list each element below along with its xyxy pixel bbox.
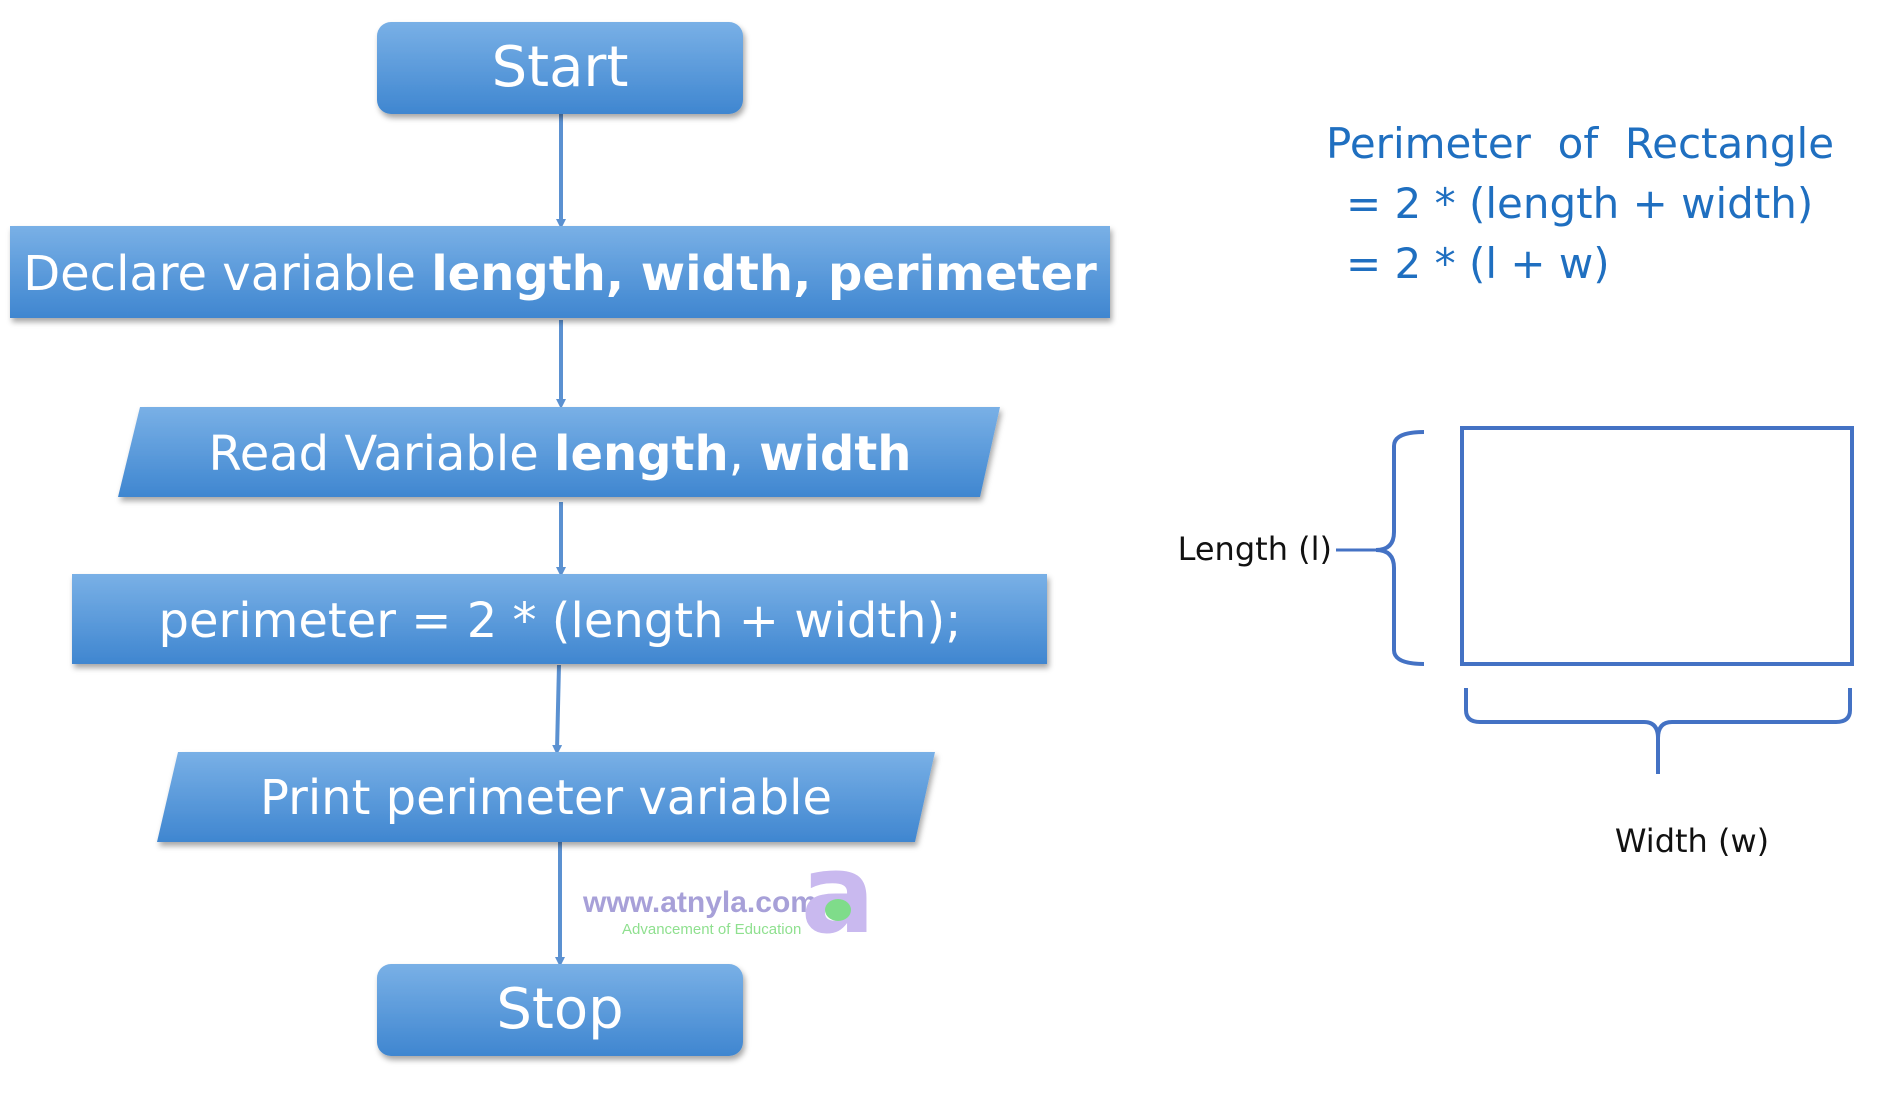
print-node: Print perimeter variable [157,752,935,842]
length-label: Length (l) [1178,530,1332,568]
width-label: Width (w) [1615,822,1769,860]
watermark-logo-dot [825,899,851,921]
watermark-url: www.atnyla.com [582,886,817,919]
print-node-label: Print perimeter variable [260,770,832,826]
read-node: Read Variable length, width [118,407,1000,497]
read-bold-length: length [554,426,729,482]
rectangle-diagram: Length (l) Width (w) [1178,426,1854,860]
read-node-label: Read Variable length, width [209,426,912,482]
compute-node: perimeter = 2 * (length + width); [72,574,1047,664]
watermark: www.atnyla.com Advancement of Education … [582,830,875,958]
connector-compute-print [552,664,563,755]
watermark-logo-letter: a [801,830,875,958]
read-plain-text: Read Variable [209,426,554,482]
watermark-tagline: Advancement of Education [622,921,801,938]
declare-plain-text: Declare variable [23,246,431,302]
formula-title: Perimeter of Rectangle [1326,119,1834,168]
stop-node-label: Stop [496,977,623,1042]
formula-line-1: = 2 * (length + width) [1346,179,1813,228]
connectors [552,114,566,967]
width-brace [1464,688,1852,774]
start-node: Start [377,22,743,114]
declare-bold-text: length, width, perimeter [431,246,1097,302]
formula-block: Perimeter of Rectangle = 2 * (length + w… [1326,119,1834,288]
length-brace [1375,430,1425,666]
rectangle-shape [1460,426,1854,666]
read-bold-width: width [759,426,911,482]
start-node-label: Start [492,35,629,100]
read-separator: , [729,426,760,482]
watermark-logo: a [801,830,875,958]
declare-node-label: Declare variable length, width, perimete… [23,246,1097,302]
declare-node: Declare variable length, width, perimete… [10,226,1110,318]
compute-node-label: perimeter = 2 * (length + width); [159,593,962,649]
stop-node: Stop [377,964,743,1056]
formula-line-2: = 2 * (l + w) [1346,239,1610,288]
